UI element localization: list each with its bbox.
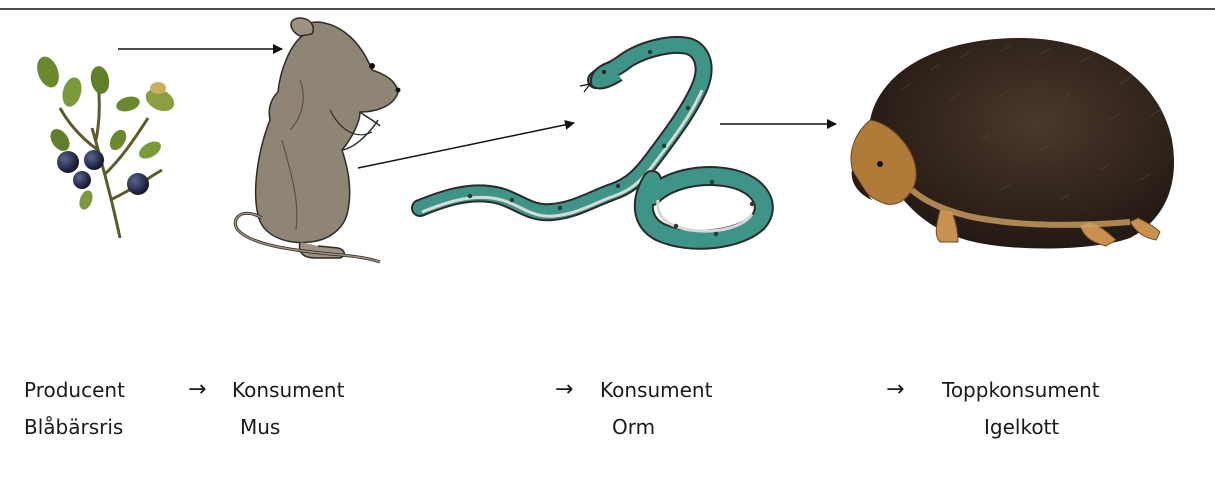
stage-1-role: Producent (24, 377, 125, 403)
arrow-1-glyph: → (188, 377, 206, 403)
stage-3-role: Konsument (600, 377, 712, 403)
mouse-icon (235, 18, 400, 262)
snake-icon (420, 45, 764, 240)
blueberry-plant-icon (33, 54, 178, 238)
arrow-mouse-to-snake (358, 123, 574, 168)
stage-4-name: Igelkott (984, 414, 1059, 440)
stage-4-role: Toppkonsument (942, 377, 1100, 403)
stage-2-role: Konsument (232, 377, 344, 403)
stage-2-name: Mus (240, 414, 280, 440)
arrow-3-glyph: → (886, 377, 904, 403)
stage-3-name: Orm (612, 414, 655, 440)
hedgehog-icon (851, 38, 1174, 249)
arrow-2-glyph: → (555, 377, 573, 403)
stage-1-name: Blåbärsris (24, 414, 123, 440)
